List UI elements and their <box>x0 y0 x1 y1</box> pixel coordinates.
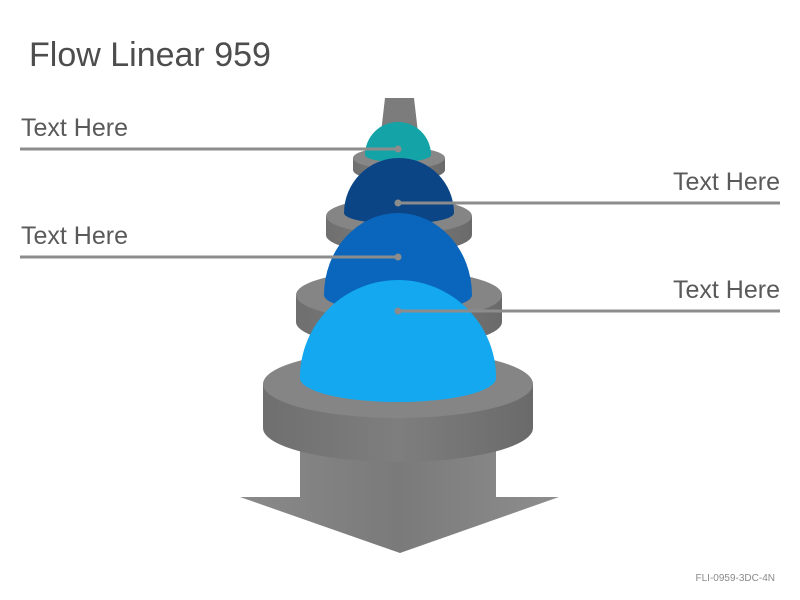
label-3: Text Here <box>21 222 128 250</box>
label-4: Text Here <box>673 276 780 304</box>
dome-2 <box>344 158 454 224</box>
down-arrow <box>240 440 559 553</box>
page-title: Flow Linear 959 <box>29 36 271 74</box>
footer-code: FLI-0959-3DC-4N <box>695 573 775 584</box>
dome-3 <box>324 213 472 312</box>
leader-dot-4 <box>394 307 402 315</box>
leader-dot-2 <box>394 199 402 207</box>
label-1: Text Here <box>21 114 128 142</box>
dome-1 <box>365 122 431 162</box>
leader-dot-3 <box>394 253 402 261</box>
label-2: Text Here <box>673 168 780 196</box>
leader-dot-1 <box>394 145 402 153</box>
